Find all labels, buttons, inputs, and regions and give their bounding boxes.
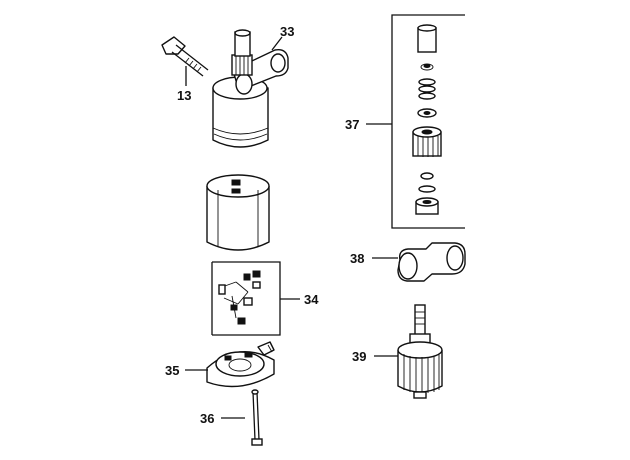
part-13-bolt (161, 36, 209, 86)
part-33-starter-motor (212, 29, 289, 148)
part-38-mounting-bracket (397, 242, 466, 282)
callout-34: 34 (304, 292, 319, 307)
callout-39: 39 (352, 349, 366, 364)
part-36-through-bolt (251, 389, 263, 446)
callout-36: 36 (200, 411, 214, 426)
housing-sleeve (206, 174, 270, 251)
callout-38: 38 (350, 251, 364, 266)
part-34-brush-set (211, 261, 281, 336)
callout-33: 33 (280, 24, 294, 39)
callout-37: 37 (345, 117, 359, 132)
callout-13: 13 (177, 88, 191, 103)
leader-33 (271, 36, 283, 51)
part-35-end-cap (206, 341, 275, 388)
callout-35: 35 (165, 363, 179, 378)
part-37-drive-assembly (391, 14, 465, 229)
part-39-armature (397, 304, 443, 399)
